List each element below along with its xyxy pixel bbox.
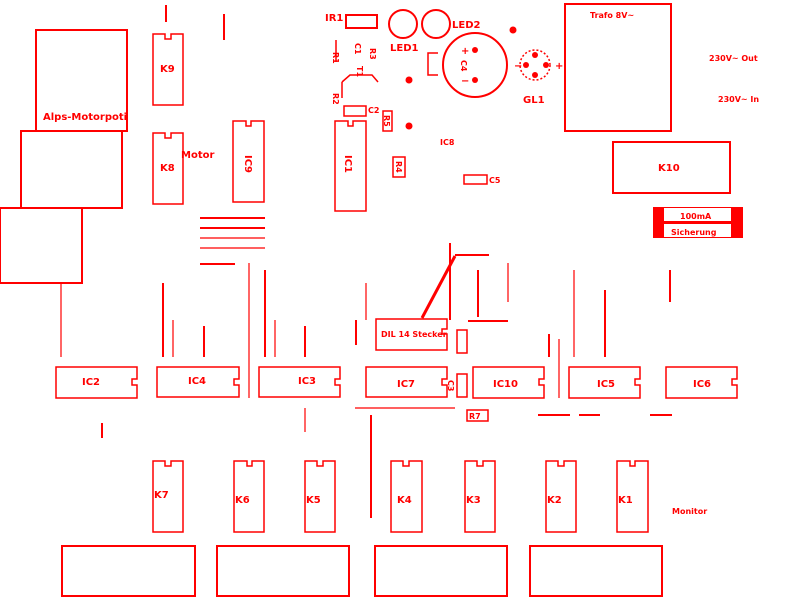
svg-text:K6: K6 [235,495,250,506]
svg-text:IC6: IC6 [693,379,711,390]
trafo-label: Trafo 8V~ [590,11,634,20]
motor-label: Motor [181,150,214,161]
motor-box [20,130,123,209]
svg-text:IC4: IC4 [188,376,206,387]
led2-label: LED2 [452,20,481,31]
ic7 [365,366,448,398]
svg-text:K4: K4 [397,495,412,506]
svg-text:−: − [461,76,469,87]
ic10 [472,366,545,399]
transistor-t1 [341,74,379,83]
ic6 [665,366,738,399]
led1 [388,9,418,39]
ic9 [232,120,265,203]
svg-text:K5: K5 [306,495,321,506]
svg-text:+: + [555,61,563,72]
dil-label: DIL 14 Stecker [381,330,447,339]
resistor-r7 [466,409,489,422]
led1-label: LED1 [390,43,419,54]
svg-text:R5: R5 [382,115,391,127]
ic4 [156,366,240,398]
svg-text:T1: T1 [355,66,364,77]
k8-label: K8 [160,163,175,174]
ic3 [258,366,341,398]
relay-k2 [545,460,577,533]
fuse-rating: 100mA [680,212,712,221]
k9-label: K9 [160,64,175,75]
k10-label: K10 [658,163,680,174]
svg-text:C5: C5 [489,176,501,185]
svg-text:R2: R2 [331,93,340,105]
resistor-r5 [382,110,393,132]
svg-text:IC10: IC10 [493,379,518,390]
svg-text:K2: K2 [547,495,562,506]
dil14-connector [375,318,448,351]
svg-text:K3: K3 [466,495,481,506]
svg-text:+: + [461,46,469,57]
230v-out-label: 230V~ Out [709,54,758,63]
capacitor-c5 [463,174,488,185]
monitor-label: Monitor [672,507,707,516]
relay-k5 [304,460,336,533]
ic1-label: IC1 [342,155,353,173]
svg-text:C2: C2 [368,106,379,115]
alps-label: Alps-Motorpoti [43,112,127,123]
ic1 [334,120,367,212]
connector-box [0,207,83,284]
ir1-receiver [345,14,378,29]
c4-label: C4 [459,60,468,72]
capacitor-c3 [456,373,468,398]
ic8-label: IC8 [440,138,455,147]
svg-text:IC7: IC7 [397,379,415,390]
ic5 [568,366,641,399]
svg-text:C1: C1 [353,43,362,55]
svg-text:R3: R3 [368,48,377,60]
relay-k9 [152,33,184,106]
terminal-block [216,545,350,597]
terminal-block [529,545,663,597]
fuse-name: Sicherung [671,228,717,237]
svg-text:R4: R4 [394,161,403,173]
capacitor-c4 [442,32,508,98]
svg-text:IC3: IC3 [298,376,316,387]
relay-k4 [390,460,423,533]
svg-text:K1: K1 [618,495,633,506]
ic2 [55,366,138,399]
ic9-label: IC9 [242,155,253,173]
svg-text:K7: K7 [154,490,169,501]
rectifier-gl1 [519,49,551,81]
gl1-label: GL1 [523,95,545,106]
relay-k3 [464,460,496,533]
traces [60,217,672,518]
transformer [564,3,672,132]
relay-k8 [152,132,184,205]
svg-text:C3: C3 [446,380,455,391]
relay-k1 [616,460,649,533]
svg-text:IC2: IC2 [82,377,100,388]
relay-k7 [152,460,184,533]
led2 [421,9,451,39]
svg-text:IC5: IC5 [597,379,615,390]
terminal-block [374,545,508,597]
relay-k10 [612,141,731,194]
relay-k6 [233,460,265,533]
capacitor [456,329,468,354]
svg-text:R7: R7 [469,412,481,421]
svg-text:−: − [514,61,522,72]
ir1-label: IR1 [325,13,343,24]
230v-in-label: 230V~ In [718,95,759,104]
capacitor-c2 [343,105,367,117]
terminal-block [61,545,196,597]
resistor-r4 [392,156,406,178]
